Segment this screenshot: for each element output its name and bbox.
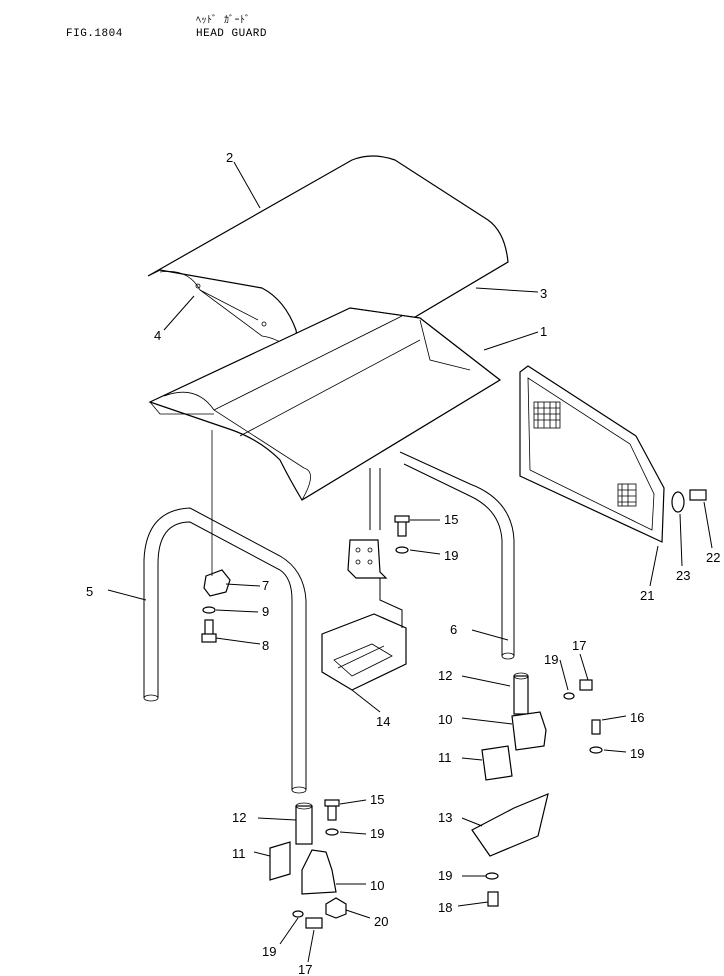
- right-tube-frame-part: [369, 451, 515, 660]
- callout-19-left-upper: 19: [370, 826, 384, 841]
- callout-19-upper: 19: [444, 548, 458, 563]
- figure-title: HEAD GUARD: [196, 28, 268, 40]
- callout-22: 22: [706, 550, 720, 565]
- callout-10-left: 10: [370, 878, 384, 893]
- callout-17-left: 17: [298, 962, 312, 976]
- callout-19-left-lower: 19: [262, 944, 276, 959]
- callout-17-right: 17: [572, 638, 586, 653]
- panel-hardware: [671, 489, 707, 513]
- callout-21: 21: [640, 588, 654, 603]
- callout-12-right: 12: [438, 668, 452, 683]
- callout-19-right-lower: 19: [438, 868, 452, 883]
- callout-labels: 2 3 4 1 5 7 9 8 15 19 6 14 12 10 11 13 1…: [86, 150, 720, 976]
- callout-6: 6: [450, 622, 457, 637]
- figure-title-kana: ﾍｯﾄﾞ ｶﾞｰﾄﾞ: [196, 16, 251, 27]
- side-mesh-panel-part: [519, 365, 665, 543]
- callout-19-right-mid: 19: [630, 746, 644, 761]
- callout-10-right: 10: [438, 712, 452, 727]
- callout-18: 18: [438, 900, 452, 915]
- callout-16: 16: [630, 710, 644, 725]
- lower-left-assembly: [269, 799, 347, 929]
- callout-19-right-upper: 19: [544, 652, 558, 667]
- callout-12-left: 12: [232, 810, 246, 825]
- callout-4: 4: [154, 328, 161, 343]
- figure-code: FIG.1804: [66, 28, 123, 40]
- callout-2: 2: [226, 150, 233, 165]
- callout-5: 5: [86, 584, 93, 599]
- callout-20: 20: [374, 914, 388, 929]
- callout-13: 13: [438, 810, 452, 825]
- callout-1: 1: [540, 324, 547, 339]
- callout-7: 7: [262, 578, 269, 593]
- callout-3: 3: [540, 286, 547, 301]
- leader-lines: [107, 161, 713, 963]
- callout-23: 23: [676, 568, 690, 583]
- callout-8: 8: [262, 638, 269, 653]
- clamp-hardware-left: [201, 430, 231, 643]
- callout-9: 9: [262, 604, 269, 619]
- callout-14: 14: [376, 714, 390, 729]
- lower-box-bracket: [321, 578, 407, 691]
- callout-15-upper: 15: [444, 512, 458, 527]
- head-guard-frame-part: [148, 307, 502, 501]
- lower-right-assembly: [471, 672, 603, 907]
- callout-15-lower: 15: [370, 792, 384, 807]
- mount-bracket-upper: [347, 515, 410, 579]
- left-tube-frame-part: [143, 507, 307, 794]
- callout-11-right: 11: [438, 750, 452, 765]
- callout-11-left: 11: [232, 846, 246, 861]
